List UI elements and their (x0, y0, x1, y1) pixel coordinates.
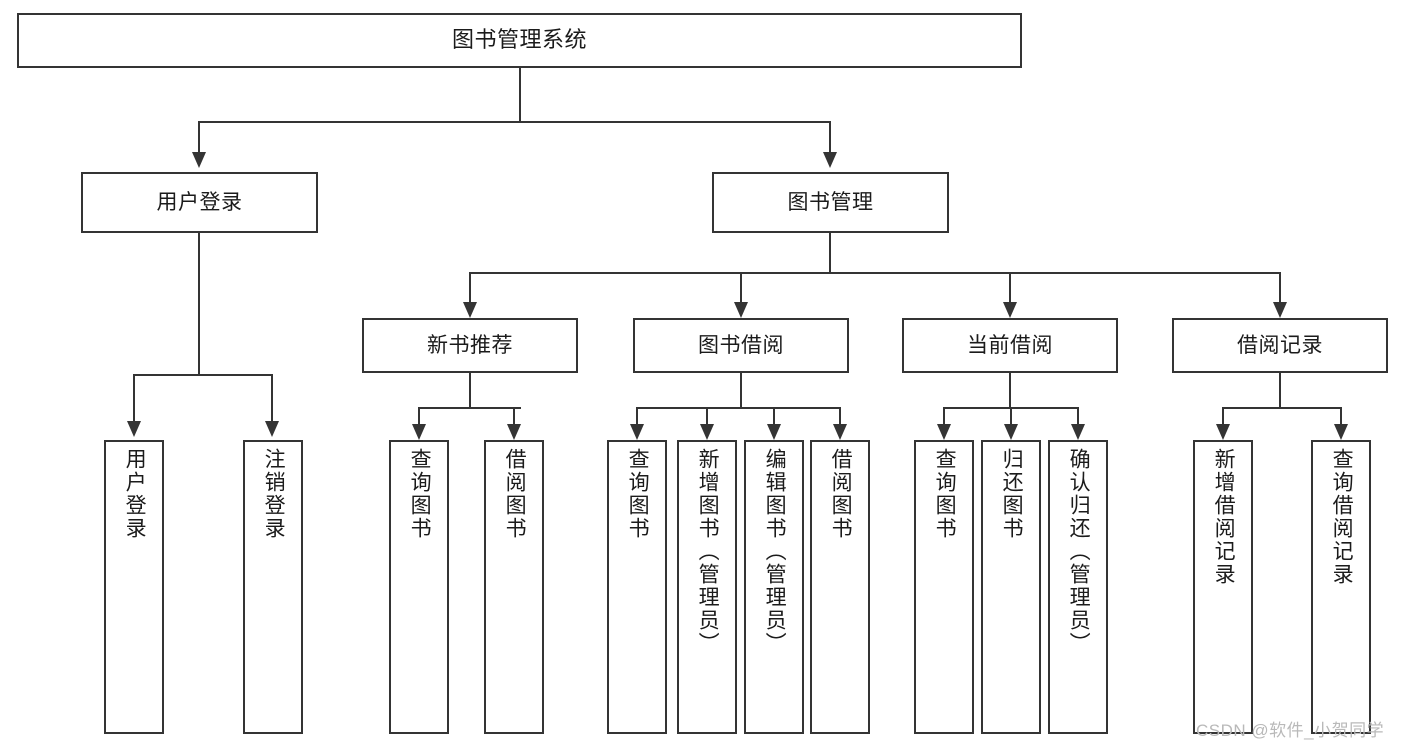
node-leaf-query-book-2[interactable]: 查询图书 (607, 440, 667, 734)
connector-user-login-drop-2 (271, 374, 273, 422)
node-current-borrow[interactable]: 当前借阅 (902, 318, 1118, 373)
arrow-to-borrow-record (1273, 302, 1287, 318)
arrow-to-leaf-query-book-1 (412, 424, 426, 440)
connector-current-borrow-drop-3 (1077, 407, 1079, 425)
node-label: 查询借阅记录 (1330, 448, 1354, 586)
node-label: 图书管理 (787, 190, 874, 214)
connector-new-book-rec-stem (469, 373, 471, 409)
arrow-to-new-book-rec (463, 302, 477, 318)
node-leaf-user-login[interactable]: 用户登录 (104, 440, 164, 734)
node-borrow-record[interactable]: 借阅记录 (1172, 318, 1388, 373)
arrow-to-leaf-query-book-3 (937, 424, 951, 440)
node-leaf-borrow-book-2[interactable]: 借阅图书 (810, 440, 870, 734)
node-leaf-query-book-3[interactable]: 查询图书 (914, 440, 974, 734)
arrow-to-leaf-borrow-book-2 (833, 424, 847, 440)
node-leaf-return-book[interactable]: 归还图书 (981, 440, 1041, 734)
node-label: 注销登录 (262, 448, 286, 540)
node-label: 借阅图书 (829, 448, 853, 540)
arrow-to-book-manage (823, 152, 837, 168)
node-leaf-user-logout[interactable]: 注销登录 (243, 440, 303, 734)
connector-borrow-record-stem (1279, 373, 1281, 409)
connector-book-borrow-drop-2 (706, 407, 708, 425)
connector-root-bus (198, 121, 831, 123)
connector-book-manage-drop-1 (469, 272, 471, 303)
node-label: 图书借阅 (698, 333, 784, 357)
connector-current-borrow-drop-2 (1010, 407, 1012, 425)
arrow-to-leaf-add-record (1216, 424, 1230, 440)
arrow-to-leaf-return-book (1004, 424, 1018, 440)
node-label: 新书推荐 (427, 333, 513, 357)
connector-user-login-stem (198, 233, 200, 375)
node-book-borrow[interactable]: 图书借阅 (633, 318, 849, 373)
node-label: 用户登录 (123, 448, 147, 540)
node-label: 新增图书（管理员） (696, 448, 720, 655)
node-label: 图书管理系统 (451, 27, 587, 53)
connector-book-manage-drop-4 (1279, 272, 1281, 303)
csdn-watermark: CSDN @软件_小贺同学 (1196, 721, 1385, 740)
node-leaf-add-record[interactable]: 新增借阅记录 (1193, 440, 1253, 734)
connector-user-login-drop-1 (133, 374, 135, 422)
node-user-login[interactable]: 用户登录 (81, 172, 318, 233)
node-label: 查询图书 (626, 448, 650, 540)
connector-current-borrow-drop-1 (943, 407, 945, 425)
node-leaf-query-book-1[interactable]: 查询图书 (389, 440, 449, 734)
connector-book-borrow-drop-3 (773, 407, 775, 425)
node-leaf-edit-book[interactable]: 编辑图书（管理员） (744, 440, 804, 734)
node-label: 编辑图书（管理员） (763, 448, 787, 655)
arrow-to-user-login (192, 152, 206, 168)
connector-book-borrow-drop-4 (839, 407, 841, 425)
node-leaf-confirm-return[interactable]: 确认归还（管理员） (1048, 440, 1108, 734)
connector-root-stem (519, 68, 521, 122)
arrow-to-leaf-query-record (1334, 424, 1348, 440)
connector-borrow-record-bus (1222, 407, 1341, 409)
connector-book-borrow-stem (740, 373, 742, 409)
connector-new-book-rec-drop-2 (513, 407, 515, 425)
node-label: 查询图书 (933, 448, 957, 540)
connector-book-manage-drop-3 (1009, 272, 1011, 303)
node-leaf-add-book[interactable]: 新增图书（管理员） (677, 440, 737, 734)
node-new-book-rec[interactable]: 新书推荐 (362, 318, 578, 373)
node-label: 借阅图书 (503, 448, 527, 540)
node-label: 新增借阅记录 (1212, 448, 1236, 586)
connector-borrow-record-drop-1 (1222, 407, 1224, 425)
connector-borrow-record-drop-2 (1340, 407, 1342, 425)
node-label: 归还图书 (1000, 448, 1024, 540)
node-leaf-query-record[interactable]: 查询借阅记录 (1311, 440, 1371, 734)
node-book-manage[interactable]: 图书管理 (712, 172, 949, 233)
connector-book-borrow-drop-1 (636, 407, 638, 425)
node-label: 当前借阅 (967, 333, 1053, 357)
arrow-to-leaf-user-login (127, 421, 141, 437)
connector-book-manage-drop-2 (740, 272, 742, 303)
connector-root-drop-left (198, 121, 200, 153)
arrow-to-leaf-user-logout (265, 421, 279, 437)
arrow-to-leaf-edit-book (767, 424, 781, 440)
connector-root-drop-right (829, 121, 831, 153)
arrow-to-current-borrow (1003, 302, 1017, 318)
connector-new-book-rec-drop-1 (418, 407, 420, 425)
node-root-system[interactable]: 图书管理系统 (17, 13, 1022, 68)
node-label: 用户登录 (156, 190, 243, 214)
node-leaf-borrow-book-1[interactable]: 借阅图书 (484, 440, 544, 734)
arrow-to-leaf-confirm-return (1071, 424, 1085, 440)
arrow-to-book-borrow (734, 302, 748, 318)
connector-book-borrow-bus (636, 407, 840, 409)
node-label: 确认归还（管理员） (1067, 448, 1091, 655)
arrow-to-leaf-query-book-2 (630, 424, 644, 440)
arrow-to-leaf-add-book (700, 424, 714, 440)
connector-new-book-rec-bus (418, 407, 521, 409)
connector-book-manage-bus (469, 272, 1281, 274)
connector-book-manage-stem (829, 233, 831, 273)
node-label: 借阅记录 (1237, 333, 1323, 357)
connector-current-borrow-stem (1009, 373, 1011, 409)
node-label: 查询图书 (408, 448, 432, 540)
connector-user-login-bus (133, 374, 272, 376)
arrow-to-leaf-borrow-book-1 (507, 424, 521, 440)
